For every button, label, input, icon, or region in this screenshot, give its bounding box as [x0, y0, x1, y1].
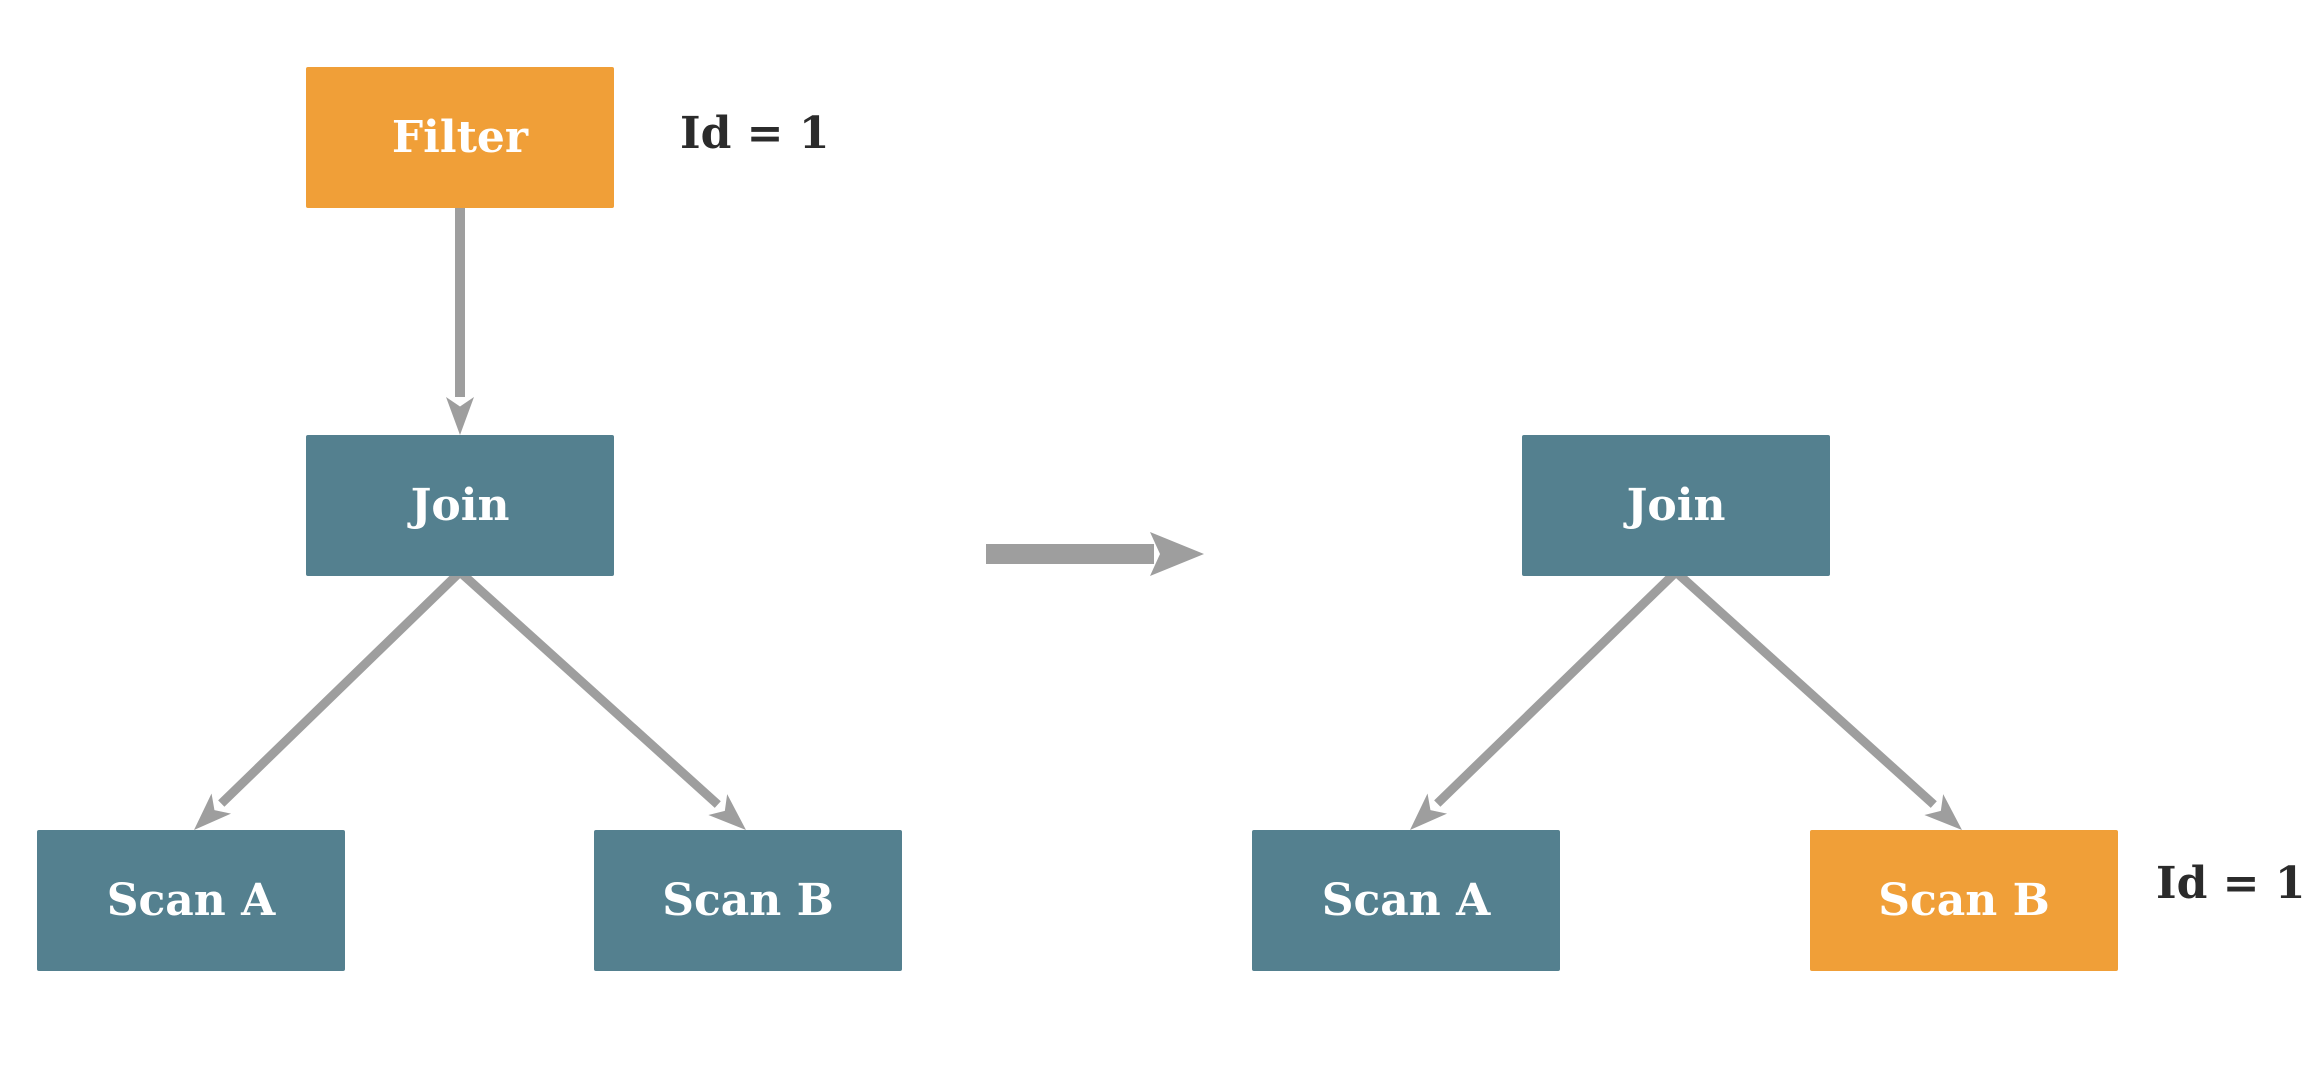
filter-node: Filter: [306, 67, 614, 208]
scan-b-node-after: Scan B: [1810, 830, 2118, 971]
right-arrow-icon: [986, 532, 1204, 576]
edge-filter-to-join: [446, 208, 474, 435]
scan-b-node-before: Scan B: [594, 830, 902, 971]
scan-b-id-label: Id = 1: [2156, 858, 2306, 909]
edges: [194, 208, 1962, 830]
scan-a-node-before: Scan A: [37, 830, 345, 971]
join-node-before: Join: [306, 435, 614, 576]
scan-a-node-after: Scan A: [1252, 830, 1560, 971]
edge-join-to-scan-a-before: [194, 568, 464, 830]
join-node-after: Join: [1522, 435, 1830, 576]
edge-join-to-scan-a-after: [1410, 568, 1680, 830]
edge-join-to-scan-b-before: [456, 568, 746, 830]
filter-id-label: Id = 1: [680, 108, 830, 159]
edge-join-to-scan-b-after: [1672, 568, 1962, 830]
